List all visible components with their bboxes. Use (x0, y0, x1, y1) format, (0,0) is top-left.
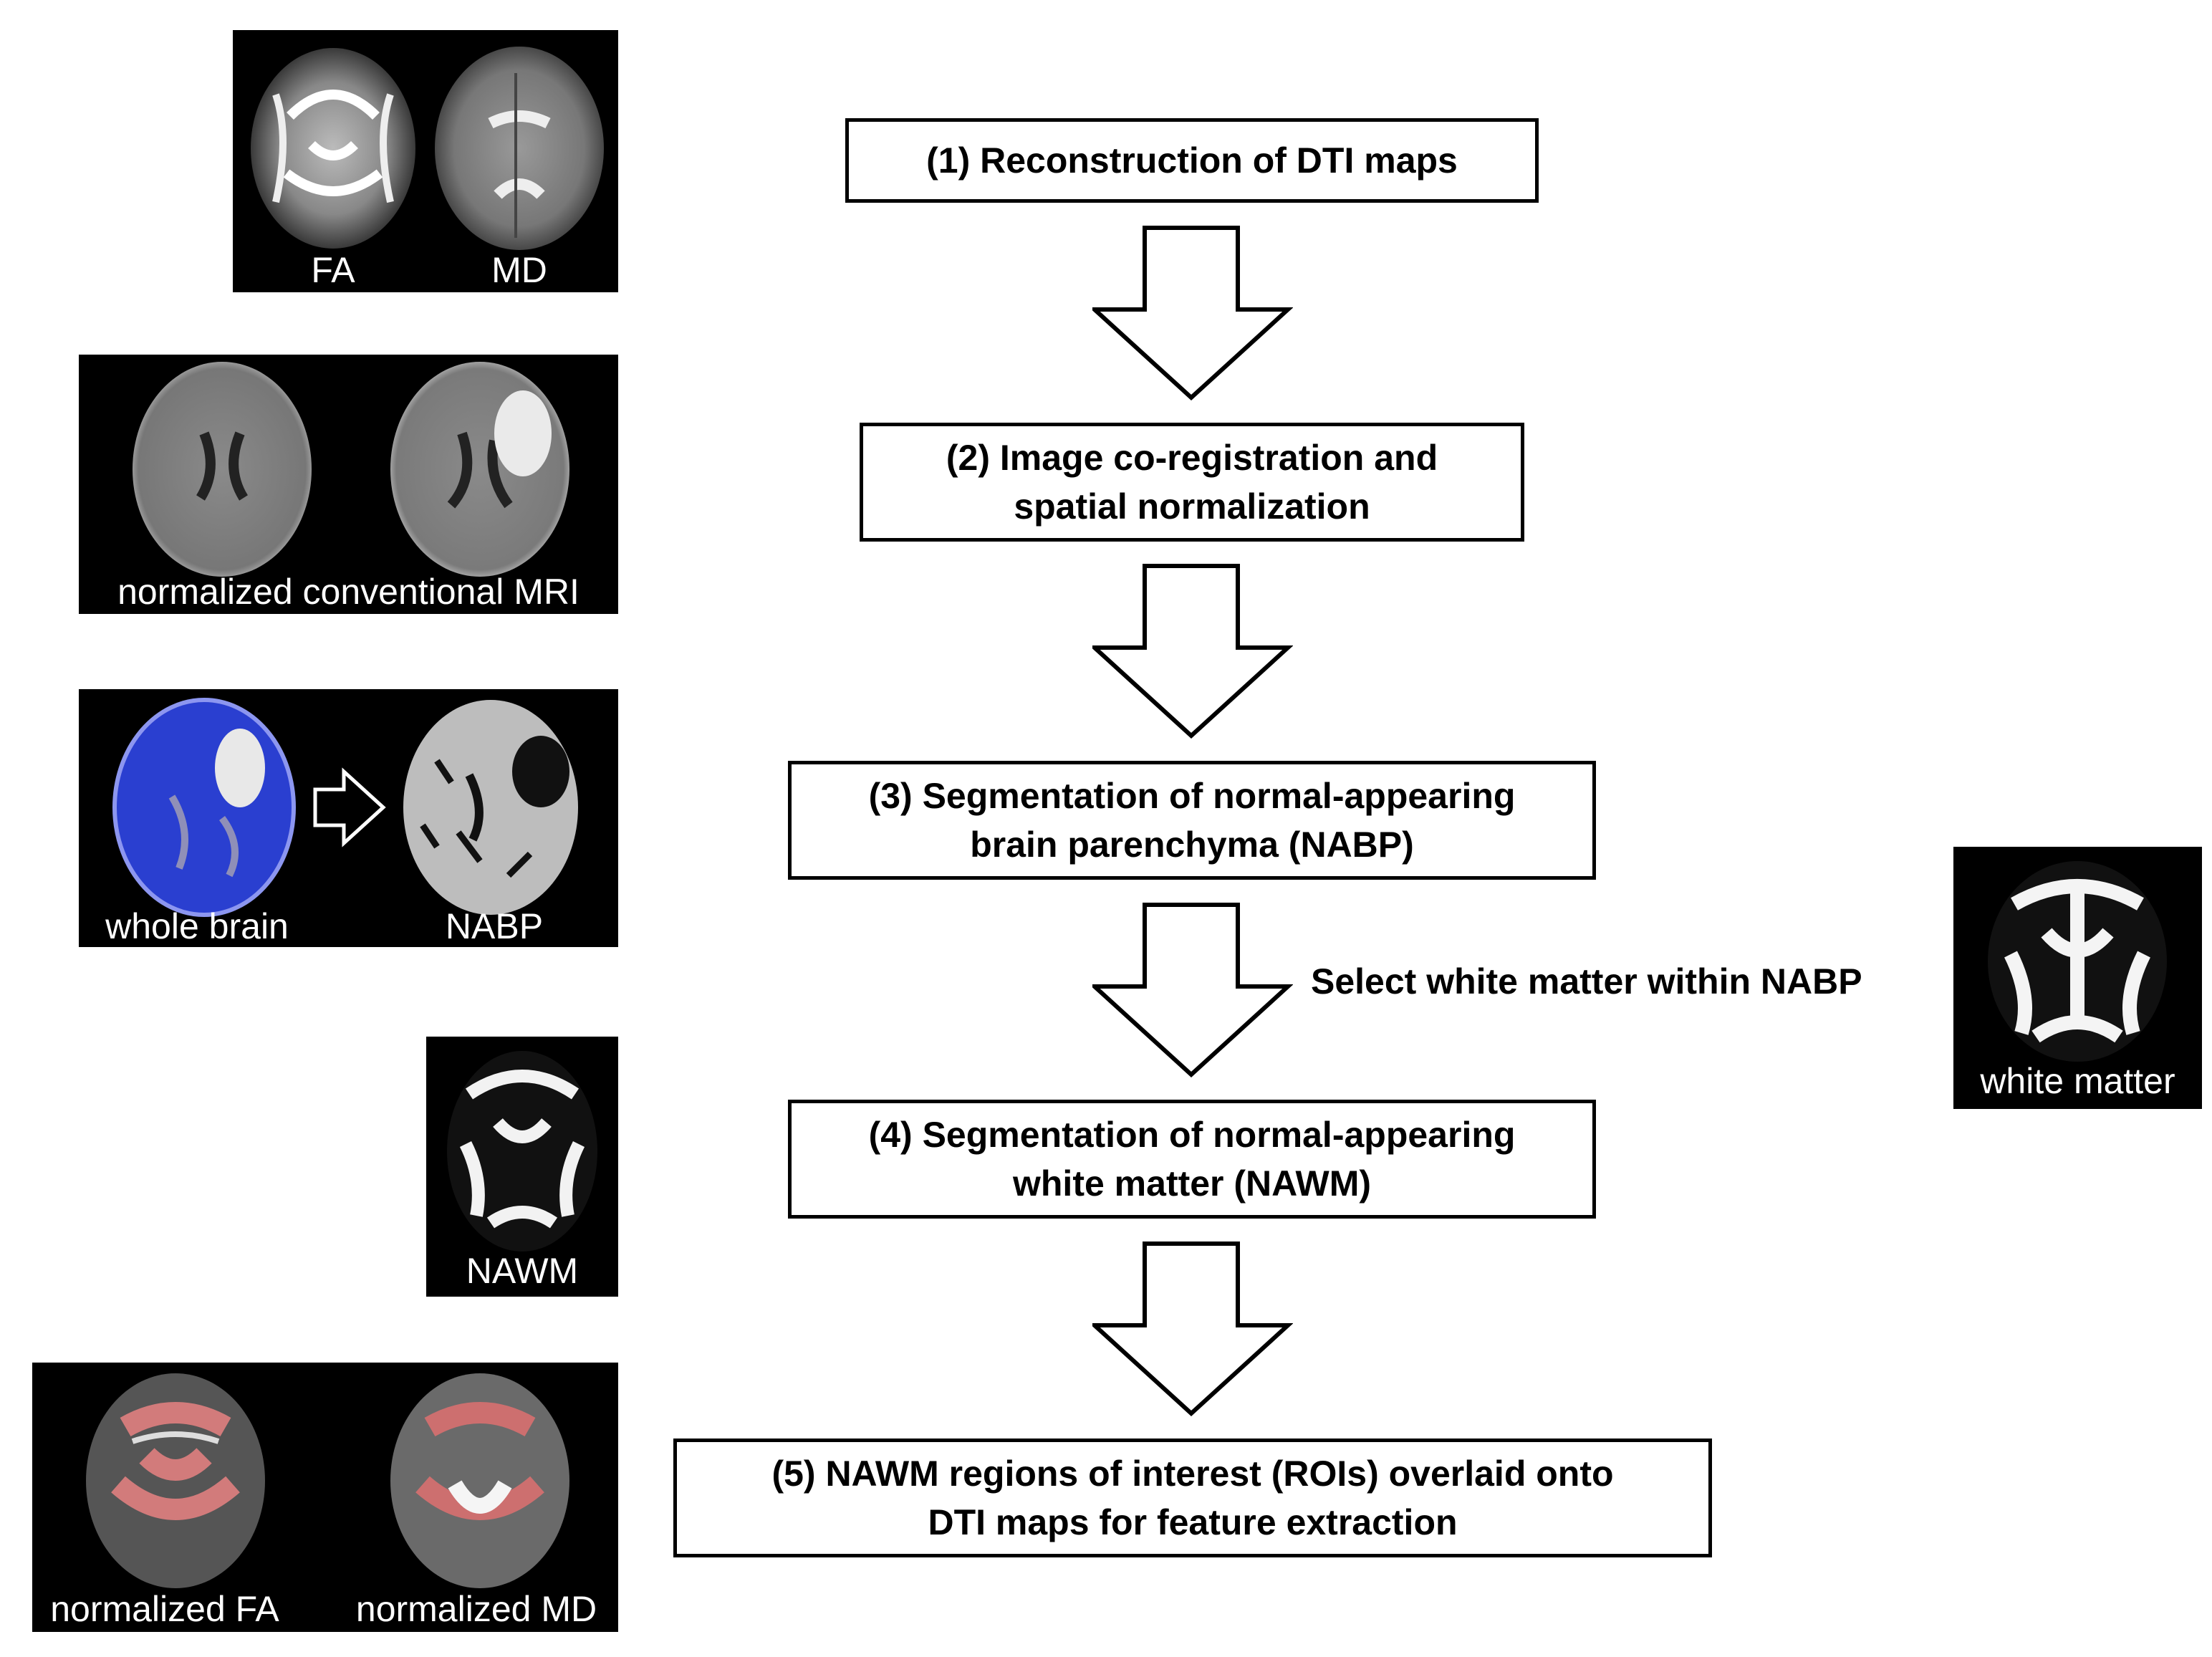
normalized-fa-label: normalized FA (50, 1589, 279, 1629)
step-2-line-1: (2) Image co-registration and (946, 438, 1438, 478)
fa-brain-icon (251, 48, 415, 249)
white-matter-panel: white matter (1953, 847, 2202, 1109)
md-label: MD (491, 250, 547, 290)
fa-label: FA (311, 250, 355, 290)
step-2-line-2: spatial normalization (1014, 486, 1370, 527)
step-3-box: (3) Segmentation of normal-appearing bra… (788, 761, 1596, 880)
normalized-md-label: normalized MD (355, 1589, 597, 1629)
whole-brain-icon (112, 698, 296, 917)
nawm-label: NAWM (466, 1251, 579, 1291)
md-brain-icon (435, 47, 604, 250)
nawm-image (447, 1051, 597, 1252)
step-4-line-2: white matter (NAWM) (1013, 1163, 1371, 1204)
step-1-line-1: (1) Reconstruction of DTI maps (926, 140, 1458, 181)
down-arrow-3-icon (1092, 903, 1293, 1078)
nabp-brain-icon (403, 700, 578, 915)
step-4-line-1: (4) Segmentation of normal-appearing (868, 1115, 1516, 1155)
step-5-line-2: DTI maps for feature extraction (928, 1502, 1458, 1542)
down-arrow-1-icon (1092, 226, 1293, 401)
conventional-mri-label: normalized conventional MRI (117, 572, 580, 612)
dti-maps-panel: FA MD (233, 30, 618, 292)
segmentation-arrow-icon (313, 767, 386, 847)
step-2-box: (2) Image co-registration and spatial no… (860, 423, 1524, 542)
segmentation-image (112, 698, 578, 917)
step-5-line-1: (5) NAWM regions of interest (ROIs) over… (771, 1454, 1614, 1494)
down-arrow-2-icon (1092, 564, 1293, 739)
white-matter-image (1988, 861, 2167, 1062)
down-arrow-4-icon (1092, 1241, 1293, 1417)
dti-maps-image (251, 47, 604, 250)
t1-brain-icon (133, 362, 312, 577)
nawm-panel: NAWM (426, 1037, 618, 1297)
step-1-box: (1) Reconstruction of DTI maps (845, 118, 1539, 203)
nabp-label: NABP (445, 906, 544, 946)
normalized-panel: normalized FA normalized MD (32, 1363, 618, 1632)
segmentation-panel: whole brain NABP (79, 689, 618, 947)
conventional-mri-image (133, 362, 569, 577)
flair-brain-icon (390, 362, 569, 577)
step-5-box: (5) NAWM regions of interest (ROIs) over… (673, 1439, 1712, 1557)
select-white-matter-note: Select white matter within NABP (1311, 961, 1862, 1002)
whole-brain-label: whole brain (105, 906, 289, 946)
step-4-box: (4) Segmentation of normal-appearing whi… (788, 1100, 1596, 1219)
step-3-line-2: brain parenchyma (NABP) (970, 825, 1414, 865)
normalized-image (86, 1373, 569, 1588)
white-matter-label: white matter (1980, 1061, 2175, 1101)
conventional-mri-panel: normalized conventional MRI (79, 355, 618, 614)
step-3-line-1: (3) Segmentation of normal-appearing (868, 776, 1516, 816)
